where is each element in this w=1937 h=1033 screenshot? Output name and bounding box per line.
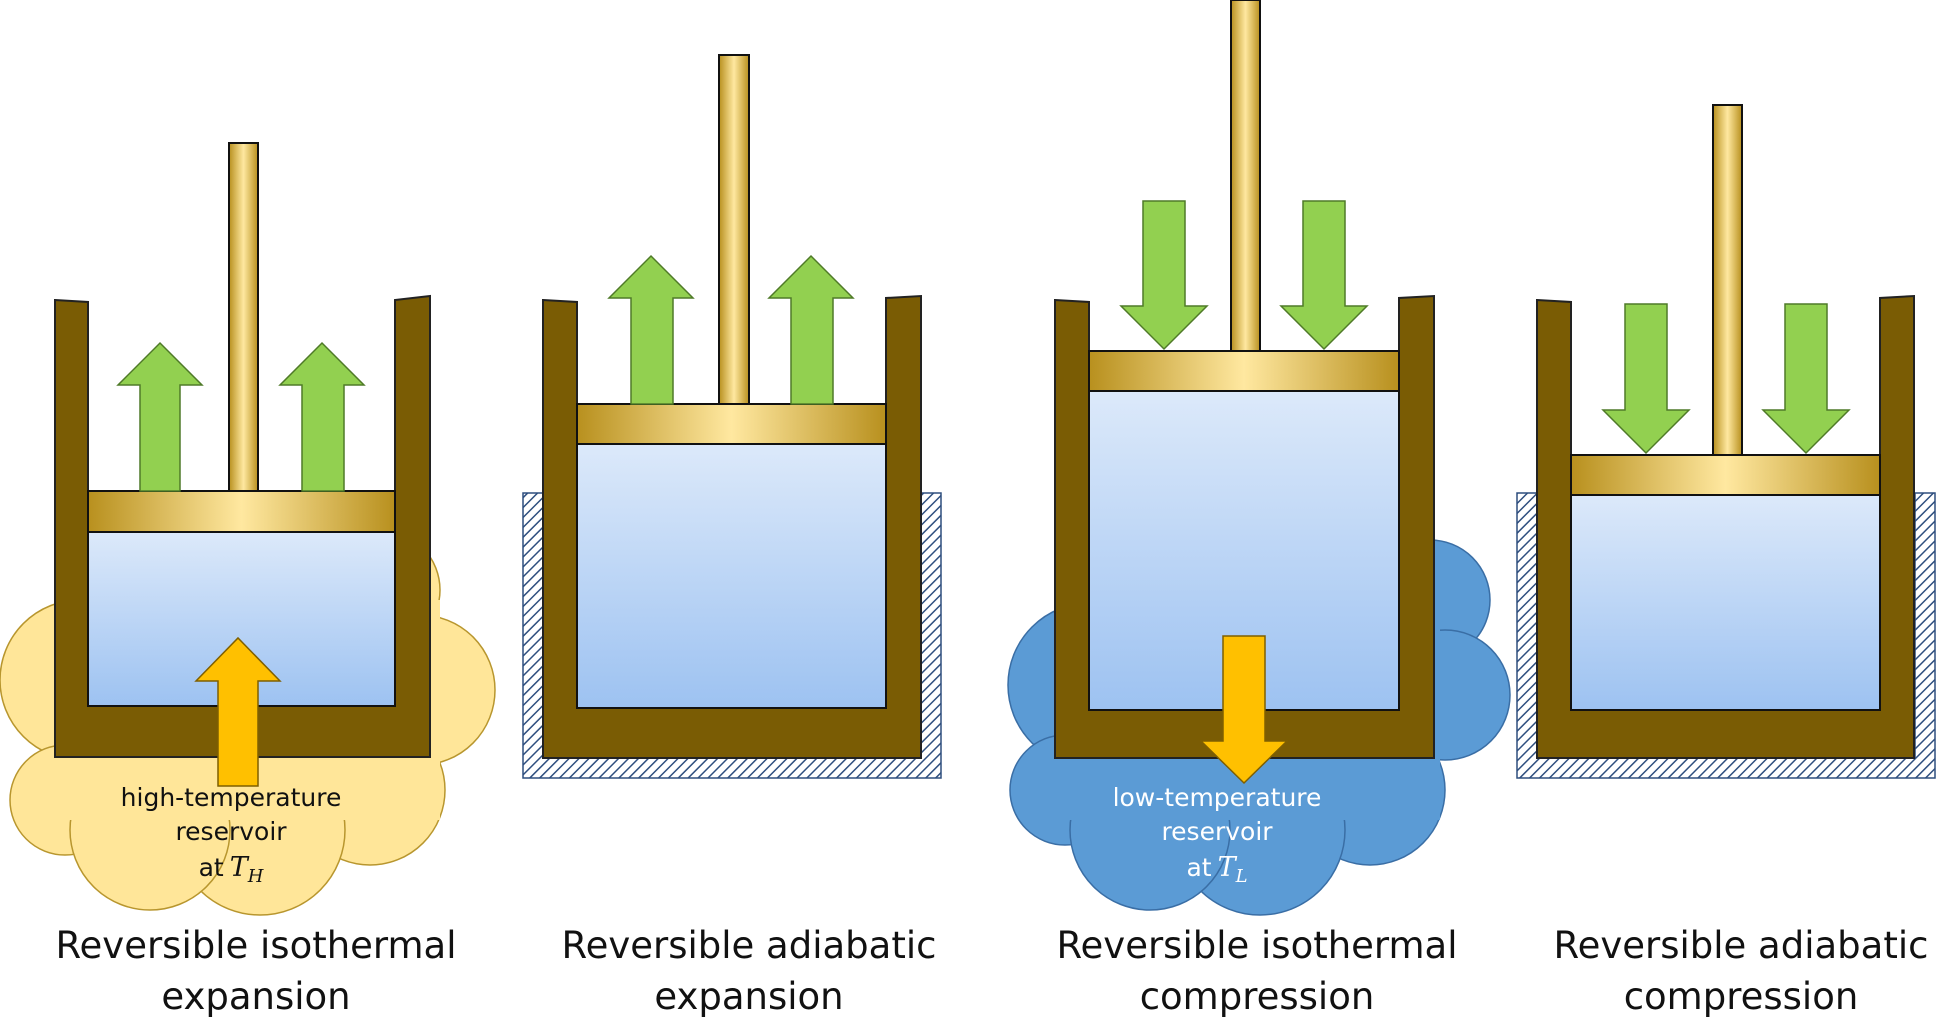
caption-line1: Reversible adiabatic (1554, 924, 1929, 967)
work-arrow-up-left (607, 254, 695, 405)
reservoir-label-at: at (199, 853, 224, 882)
caption-line1: Reversible isothermal (1056, 924, 1457, 967)
caption-line2: compression (1140, 975, 1375, 1018)
reservoir-label-line1: high-temperature (121, 783, 342, 812)
reservoir-label-line1: low-temperature (1113, 783, 1322, 812)
piston-head (1088, 350, 1400, 392)
work-arrow-down-right (1761, 303, 1851, 455)
reservoir-label-at: at (1186, 853, 1211, 882)
cylinder-wall (1536, 294, 1915, 759)
piston-head (87, 490, 396, 533)
piston-rod (1230, 0, 1261, 352)
heat-arrow-in (194, 636, 282, 787)
piston-head (1570, 454, 1881, 496)
reservoir-label-line2: reservoir (175, 817, 287, 846)
piston-rod (1712, 104, 1743, 456)
caption-line2: compression (1624, 975, 1859, 1018)
cylinder-wall (54, 294, 431, 758)
heat-arrow-out (1199, 635, 1289, 785)
gas-volume (576, 443, 887, 709)
piston-head (576, 403, 887, 445)
temperature-subscript: H (247, 866, 264, 887)
temperature-symbol: T (1218, 852, 1238, 883)
work-arrow-up-left (116, 341, 204, 492)
stage-adiabatic-expansion: Reversible adiabatic expansion (522, 54, 942, 1018)
work-arrow-up-right (278, 341, 366, 492)
temperature-subscript: L (1235, 866, 1248, 887)
gas-volume (1570, 494, 1881, 711)
stage-adiabatic-compression: Reversible adiabatic compression (1516, 104, 1936, 1018)
caption-line2: expansion (654, 975, 843, 1018)
work-arrow-down-right (1279, 200, 1369, 351)
piston-rod (228, 142, 259, 492)
piston-rod (718, 54, 750, 405)
temperature-symbol: T (230, 852, 250, 883)
caption-line2: expansion (161, 975, 350, 1018)
caption-line1: Reversible isothermal (55, 924, 456, 967)
work-arrow-down-left (1119, 200, 1209, 351)
reservoir-label-line2: reservoir (1161, 817, 1273, 846)
caption-line1: Reversible adiabatic (562, 924, 937, 967)
work-arrow-up-right (767, 254, 855, 405)
work-arrow-down-left (1601, 303, 1691, 455)
